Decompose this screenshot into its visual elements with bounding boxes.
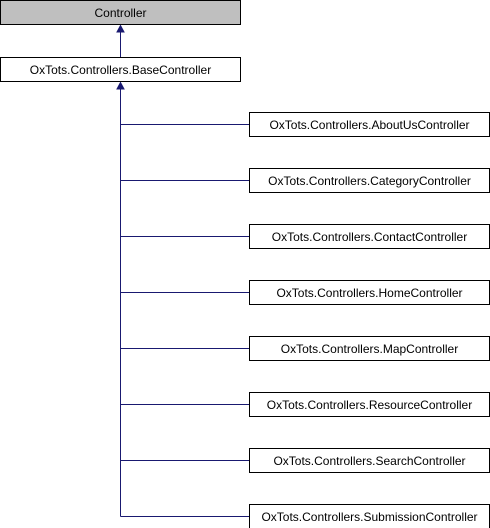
node-search-controller-label: OxTots.Controllers.SearchController bbox=[273, 454, 465, 468]
arrow-to-base-controller bbox=[116, 81, 125, 90]
node-resource-controller[interactable]: OxTots.Controllers.ResourceController bbox=[249, 392, 490, 417]
node-resource-controller-box bbox=[249, 392, 490, 417]
node-search-controller[interactable]: OxTots.Controllers.SearchController bbox=[249, 448, 490, 473]
derived-nodes: OxTots.Controllers.AboutUsControllerOxTo… bbox=[249, 112, 490, 528]
node-submission-controller[interactable]: OxTots.Controllers.SubmissionController bbox=[249, 504, 490, 528]
node-base-controller[interactable]: OxTots.Controllers.BaseController bbox=[0, 57, 241, 82]
node-resource-controller-label: OxTots.Controllers.ResourceController bbox=[267, 398, 472, 412]
node-controller[interactable]: Controller bbox=[0, 0, 241, 25]
node-home-controller-label: OxTots.Controllers.HomeController bbox=[276, 286, 462, 300]
arrow-to-controller bbox=[116, 24, 125, 33]
node-submission-controller-label: OxTots.Controllers.SubmissionController bbox=[261, 510, 477, 524]
node-base-controller-box bbox=[0, 57, 241, 82]
node-search-controller-box bbox=[249, 448, 490, 473]
node-home-controller-box bbox=[249, 280, 490, 305]
node-aboutus-controller[interactable]: OxTots.Controllers.AboutUsController bbox=[249, 112, 490, 137]
node-aboutus-controller-label: OxTots.Controllers.AboutUsController bbox=[269, 118, 469, 132]
node-category-controller-box bbox=[249, 168, 490, 193]
node-category-controller-label: OxTots.Controllers.CategoryController bbox=[268, 174, 471, 188]
node-aboutus-controller-box bbox=[249, 112, 490, 137]
node-map-controller-label: OxTots.Controllers.MapController bbox=[281, 342, 458, 356]
node-contact-controller[interactable]: OxTots.Controllers.ContactController bbox=[249, 224, 490, 249]
node-base-controller-label: OxTots.Controllers.BaseController bbox=[30, 63, 211, 77]
node-controller-box bbox=[0, 0, 241, 25]
node-category-controller[interactable]: OxTots.Controllers.CategoryController bbox=[249, 168, 490, 193]
node-controller-label: Controller bbox=[94, 6, 146, 20]
node-map-controller-box bbox=[249, 336, 490, 361]
node-contact-controller-box bbox=[249, 224, 490, 249]
node-map-controller[interactable]: OxTots.Controllers.MapController bbox=[249, 336, 490, 361]
inheritance-edges bbox=[116, 24, 250, 517]
node-contact-controller-label: OxTots.Controllers.ContactController bbox=[272, 230, 467, 244]
node-home-controller[interactable]: OxTots.Controllers.HomeController bbox=[249, 280, 490, 305]
